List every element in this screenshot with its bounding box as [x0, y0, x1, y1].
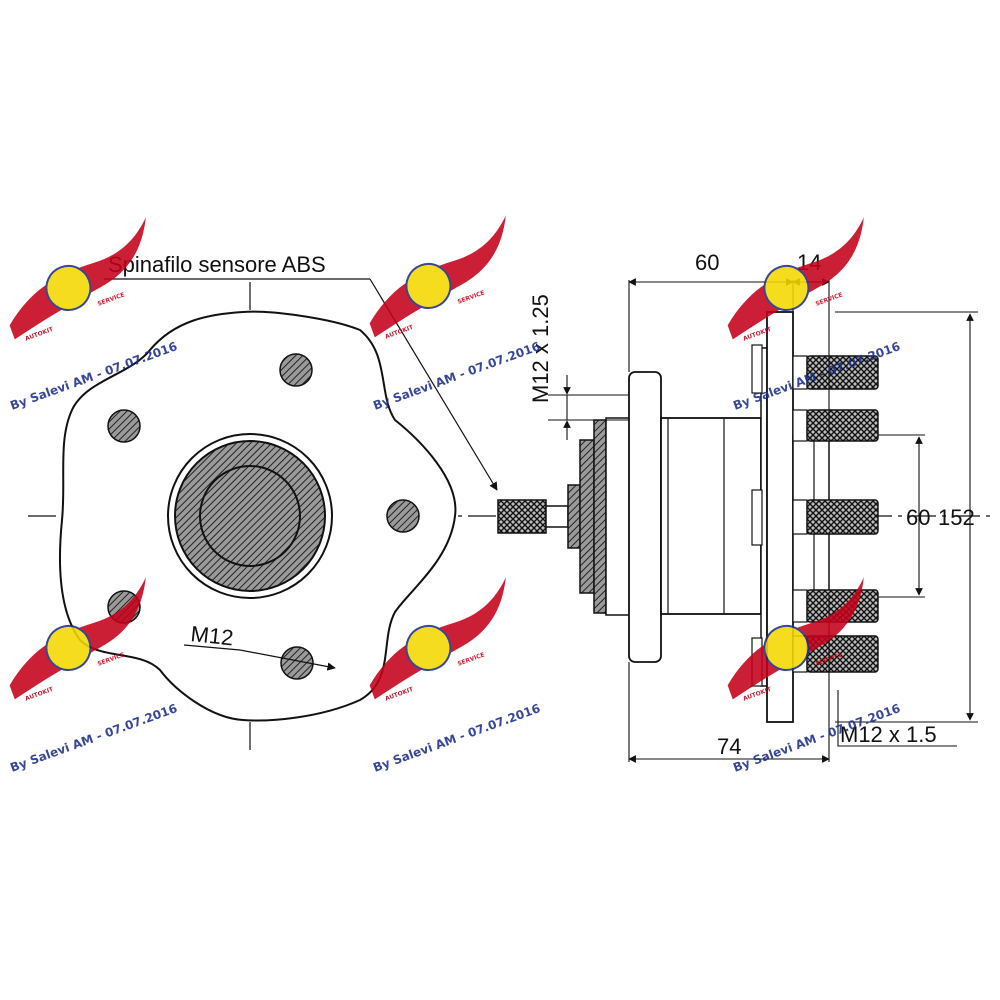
watermark-logo: AUTOKIT SERVICE [9, 217, 146, 343]
hub-body [660, 417, 762, 615]
bearing-step-4 [605, 417, 631, 616]
dim-152: 152 [938, 505, 975, 530]
abs-pin-label: Spinafilo sensore ABS [108, 252, 326, 277]
bearing-step-1 [567, 484, 581, 549]
stud-head [792, 409, 808, 442]
stud-head [792, 499, 808, 535]
mounting-flange [628, 371, 662, 663]
dimensions [548, 278, 978, 763]
wheel-stud [806, 409, 879, 442]
bolt-thread-leader [837, 690, 957, 747]
flange-tab [751, 344, 763, 394]
watermark-text: By Salevi AM - 07.07.2016 [8, 701, 179, 775]
thread-label-side: M12 x 1.25 [528, 294, 553, 403]
bolt-hole [279, 353, 313, 387]
thread-label-bolt: M12 x 1.5 [840, 722, 937, 747]
watermark-text: By Salevi AM - 07.07.2016 [371, 339, 542, 413]
bolt-hole [386, 499, 420, 533]
bolt-hole [107, 409, 141, 443]
dim-60-vert: 60 [906, 505, 930, 530]
flange-tab [751, 489, 763, 546]
bearing-step-2 [579, 439, 595, 594]
bolt-hole [280, 646, 314, 680]
dim-60-top: 60 [695, 250, 719, 275]
watermark-text: By Salevi AM - 07.07.2016 [371, 701, 542, 775]
watermark-logo-sub: SERVICE [97, 291, 126, 307]
watermark-logo: AUTOKIT SERVICE [369, 215, 506, 341]
abs-pin-collar [545, 505, 569, 528]
thread-label-left: M12 [189, 621, 234, 650]
thread-left-underline [183, 644, 241, 651]
watermark-logo-sub: SERVICE [457, 289, 486, 305]
dim-74: 74 [717, 734, 741, 759]
bearing-step-3 [593, 419, 607, 614]
watermark-logo-sub: SERVICE [457, 651, 486, 667]
stud-head [792, 589, 808, 623]
wheel-studs [792, 355, 879, 673]
wheel-stud [806, 499, 879, 535]
abs-pin-stub [497, 499, 547, 534]
wheel-stud [806, 355, 879, 390]
thread-left-leader [239, 649, 336, 671]
front-view [28, 282, 995, 752]
hub-inner [199, 465, 301, 567]
